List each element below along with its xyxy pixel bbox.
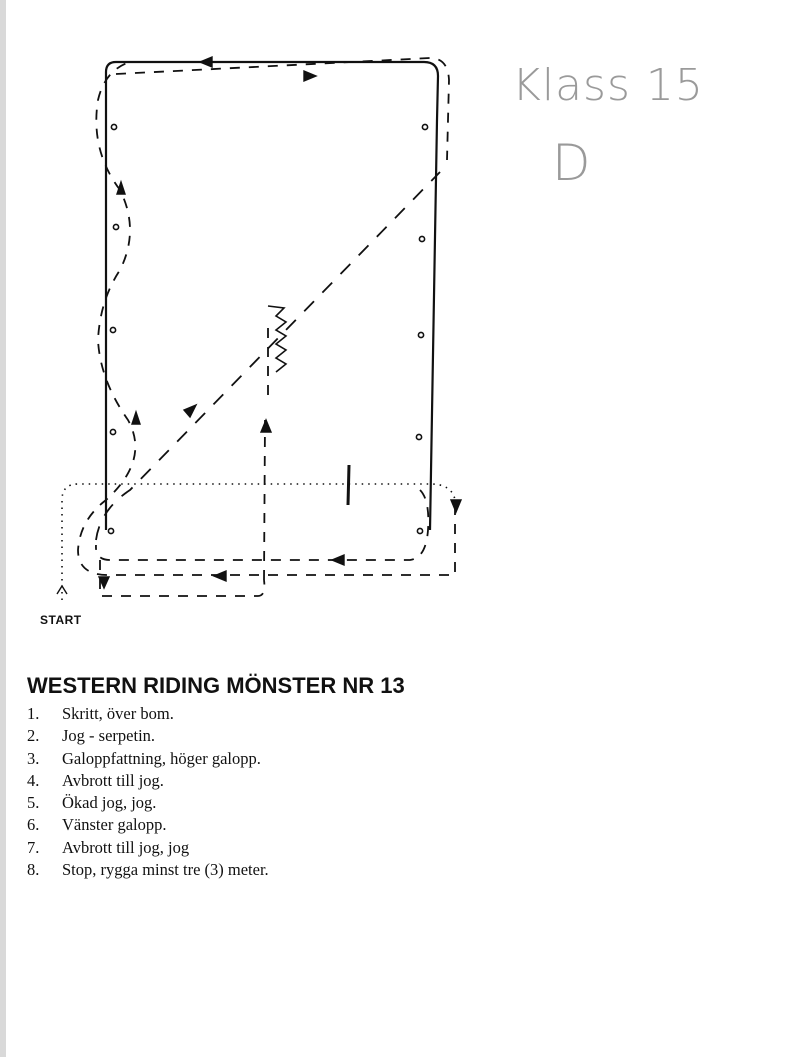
- centre-path: [263, 320, 269, 581]
- step-text: Jog - serpetin.: [62, 726, 156, 746]
- marker-cone: [112, 223, 120, 231]
- pattern-step: 7. Avbrott till jog, jog: [27, 837, 269, 859]
- top-dashed-line: [115, 57, 450, 161]
- start-arrow: [56, 584, 68, 595]
- marker-cone: [110, 123, 118, 131]
- marker-cone: [415, 433, 423, 441]
- marker-cone: [418, 235, 426, 243]
- step-text: Ökad jog, jog.: [62, 793, 157, 813]
- pattern-step: 4. Avbrott till jog.: [27, 770, 269, 792]
- direction-arrows: [97, 55, 463, 590]
- step-number: 7.: [27, 837, 40, 857]
- walk-path: [61, 483, 456, 600]
- arrow-upright-icon: [182, 403, 198, 419]
- pole: [346, 464, 351, 506]
- pattern-step: 2. Jog - serpetin.: [27, 725, 269, 747]
- arrow-up-icon: [259, 418, 273, 433]
- serpentine-path: [77, 61, 456, 576]
- arrow-left-icon: [330, 553, 345, 567]
- marker-cone: [109, 326, 117, 334]
- pattern-step: 3. Galoppfattning, höger galopp.: [27, 748, 269, 770]
- arrow-left-icon: [198, 55, 213, 69]
- marker-cone: [417, 331, 425, 339]
- arrow-up-icon: [116, 179, 126, 195]
- arrow-right-icon: [303, 69, 318, 83]
- step-text: Avbrott till jog, jog: [62, 837, 190, 857]
- step-text: Galoppfattning, höger galopp.: [62, 748, 261, 768]
- arena-markers: [107, 123, 429, 535]
- step-number: 8.: [27, 860, 40, 880]
- step-text: Stop, rygga minst tre (3) meter.: [62, 860, 269, 880]
- pattern-step: 1. Skritt, över bom.: [27, 703, 269, 725]
- step-text: Avbrott till jog.: [62, 770, 164, 790]
- marker-cone: [109, 428, 117, 436]
- page-edge: [0, 0, 6, 1057]
- arrow-down-icon: [449, 499, 463, 514]
- arena-outline: [104, 60, 440, 531]
- marker-cone: [416, 527, 424, 535]
- pattern-title: WESTERN RIDING MÖNSTER NR 13: [27, 673, 405, 698]
- step-number: 5.: [27, 793, 40, 813]
- stop-zigzag: [267, 305, 288, 373]
- arrow-up-icon: [131, 409, 141, 425]
- step-number: 6.: [27, 815, 40, 835]
- arrow-left-icon: [212, 569, 227, 583]
- step-number: 3.: [27, 748, 40, 768]
- marker-cone: [107, 527, 115, 535]
- pattern-step: 8. Stop, rygga minst tre (3) meter.: [27, 859, 269, 881]
- step-number: 1.: [27, 704, 40, 723]
- handwritten-level-note: D: [552, 134, 591, 192]
- step-number: 2.: [27, 726, 40, 746]
- riding-pattern-diagram: [56, 55, 463, 600]
- step-number: 4.: [27, 770, 40, 790]
- diagonal-path: [95, 171, 441, 541]
- handwritten-class-note: Klass 15: [512, 60, 704, 111]
- pattern-step: 6. Vänster galopp.: [27, 814, 269, 836]
- step-text: Skritt, över bom.: [62, 704, 174, 723]
- arrow-down-icon: [97, 576, 111, 590]
- pattern-step: 5. Ökad jog, jog.: [27, 792, 269, 814]
- step-text: Vänster galopp.: [62, 815, 167, 835]
- marker-cone: [421, 123, 429, 131]
- start-label: START: [40, 613, 82, 627]
- pattern-steps-list: 1. Skritt, över bom. 2. Jog - serpetin. 3. Ga…: [27, 703, 269, 881]
- return-path: [95, 489, 430, 561]
- backup-path: [99, 560, 266, 597]
